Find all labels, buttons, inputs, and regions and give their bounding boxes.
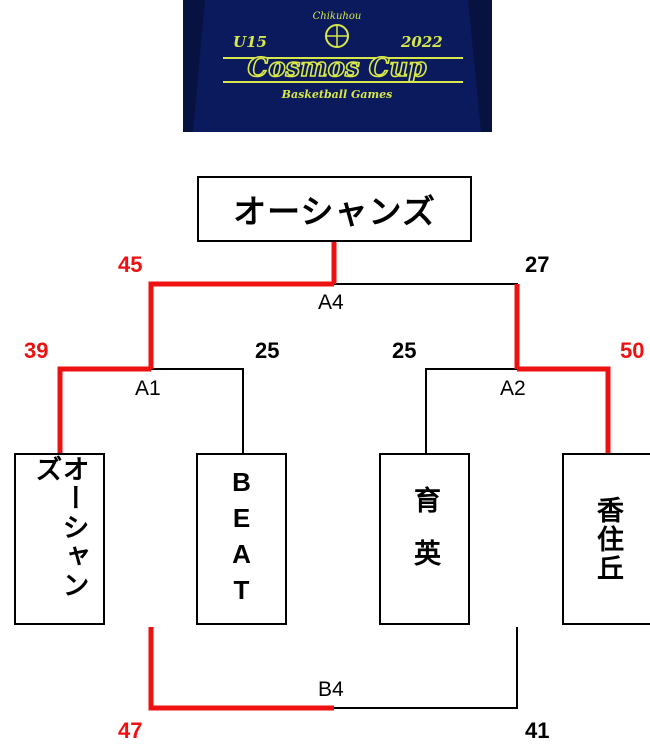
semi-left-winner-path bbox=[57, 366, 151, 453]
final-match-label: A4 bbox=[318, 291, 344, 314]
banner-top-text: Chikuhou bbox=[313, 11, 362, 22]
banner-subtitle: Basketball Games bbox=[281, 88, 393, 101]
semi-left-right-path bbox=[151, 368, 244, 453]
semi-right-match-label: A2 bbox=[500, 377, 526, 400]
final-left-path bbox=[148, 281, 334, 369]
final-right-path bbox=[334, 283, 518, 368]
final-right-score: 27 bbox=[525, 252, 550, 277]
team-name-3: 育英 bbox=[410, 486, 440, 592]
semi-left-match-label: A1 bbox=[135, 377, 161, 400]
banner-left-text: U15 bbox=[233, 33, 267, 51]
champion-box: オーシャンズ bbox=[197, 176, 472, 242]
semi-left-left-score: 39 bbox=[24, 338, 49, 363]
champion-name: オーシャンズ bbox=[233, 193, 436, 230]
semi-left-right-score: 25 bbox=[255, 338, 280, 363]
consolation-match-label: B4 bbox=[318, 678, 344, 701]
team-box-2: BEAT bbox=[196, 453, 287, 625]
cosmos-cup-logo: Chikuhou U15 2022 Cosmos Cup Basketball … bbox=[183, 0, 492, 132]
consolation-left-path bbox=[148, 627, 334, 711]
team-box-1: オーシャンズ bbox=[14, 453, 105, 625]
consolation-left-score: 47 bbox=[118, 718, 143, 743]
semi-right-winner-path bbox=[517, 366, 611, 453]
team-name-1: オーシャンズ bbox=[31, 455, 89, 600]
semi-right-right-score: 50 bbox=[620, 338, 645, 363]
semi-right-left-score: 25 bbox=[392, 338, 417, 363]
team-name-2: BEAT bbox=[226, 467, 257, 611]
team-box-3: 育英 bbox=[379, 453, 470, 625]
consolation-right-path bbox=[334, 627, 518, 709]
semi-right-left-path bbox=[425, 368, 517, 453]
banner-title: Cosmos Cup bbox=[248, 53, 427, 83]
banner-right-text: 2022 bbox=[400, 33, 443, 51]
team-box-4: 香住丘 bbox=[562, 453, 650, 625]
team-name-4: 香住丘 bbox=[593, 495, 623, 583]
consolation-right-score: 41 bbox=[525, 718, 550, 743]
final-left-score: 45 bbox=[118, 252, 143, 277]
